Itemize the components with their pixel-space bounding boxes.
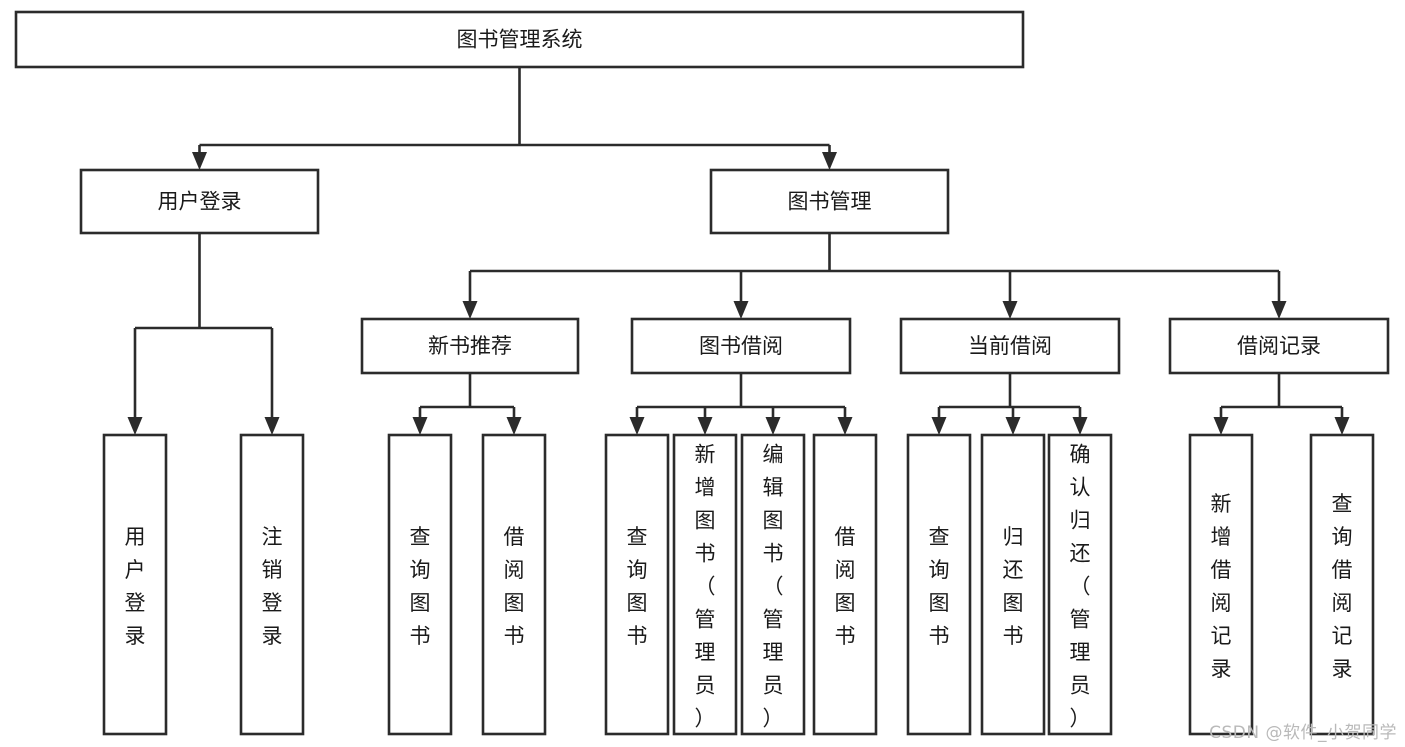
arrow-head-icon [1002,301,1018,319]
node-label: 查询图书 [929,525,950,648]
node-box [1168,317,1390,375]
node-borrow-record[interactable]: 借阅记录 [1168,317,1390,375]
node-box [709,168,950,235]
node-label: 借阅记录 [1237,334,1321,358]
node-leaf-borrow-book-2[interactable]: 借阅图书 [812,433,878,736]
node-current-borrow[interactable]: 当前借阅 [899,317,1121,375]
arrow-head-icon [697,417,713,435]
node-leaf-query-book-2[interactable]: 查询图书 [604,433,670,736]
node-box [899,317,1121,375]
node-box [481,433,547,736]
arrow-head-icon [733,301,749,319]
arrow-head-icon [822,152,837,170]
node-box [980,433,1046,736]
arrow-head-icon [1213,417,1229,435]
node-label: 新书推荐 [428,334,512,358]
node-label: 用户登录 [158,190,242,214]
arrow-head-icon [127,417,143,435]
node-label: 图书管理系统 [457,28,583,52]
arrow-head-icon [1005,417,1021,435]
node-book-manage[interactable]: 图书管理 [709,168,950,235]
node-label: 确认归还（管理员） [1070,443,1091,731]
node-box [812,433,878,736]
node-leaf-query-record[interactable]: 查询借阅记录 [1309,433,1375,736]
arrow-head-icon [837,417,853,435]
arrow-head-icon [264,417,280,435]
node-leaf-add-book[interactable]: 新增图书（管理员） [672,433,738,736]
node-new-book-rec[interactable]: 新书推荐 [360,317,580,375]
arrow-head-icon [412,417,428,435]
node-leaf-add-record[interactable]: 新增借阅记录 [1188,433,1254,736]
node-user-login[interactable]: 用户登录 [79,168,320,235]
node-label: 编辑图书（管理员） [763,443,784,731]
node-box [630,317,852,375]
node-box [906,433,972,736]
node-label: 查询借阅记录 [1332,492,1353,681]
node-box [604,433,670,736]
node-box [239,433,305,736]
node-label: 当前借阅 [968,334,1052,358]
node-label: 借阅图书 [835,525,856,648]
nodes-layer: 图书管理系统用户登录图书管理新书推荐图书借阅当前借阅借阅记录用户登录注销登录查询… [14,10,1390,736]
arrow-head-icon [765,417,781,435]
arrow-head-icon [462,301,478,319]
arrow-head-icon [1271,301,1287,319]
arrow-head-icon [629,417,645,435]
node-box [387,433,453,736]
node-box [1188,433,1254,736]
node-leaf-borrow-book-1[interactable]: 借阅图书 [481,433,547,736]
arrow-head-icon [931,417,947,435]
node-label: 图书借阅 [699,334,783,358]
node-leaf-user-login[interactable]: 用户登录 [102,433,168,736]
node-leaf-query-book-3[interactable]: 查询图书 [906,433,972,736]
connectors-layer [127,67,1350,435]
node-label: 用户登录 [125,525,146,648]
node-leaf-query-book-1[interactable]: 查询图书 [387,433,453,736]
node-label: 归还图书 [1003,525,1024,648]
node-box [740,433,806,736]
arrow-head-icon [1334,417,1350,435]
node-box [1309,433,1375,736]
node-label: 借阅图书 [504,525,525,648]
node-box [360,317,580,375]
node-box [672,433,738,736]
node-leaf-user-logout[interactable]: 注销登录 [239,433,305,736]
node-box [1047,433,1113,736]
node-leaf-confirm-return[interactable]: 确认归还（管理员） [1047,433,1113,736]
node-label: 新增借阅记录 [1211,492,1232,681]
node-label: 查询图书 [410,525,431,648]
watermark-label: CSDN @软件_小贺同学 [1209,723,1397,743]
node-book-borrow[interactable]: 图书借阅 [630,317,852,375]
arrow-head-icon [1072,417,1088,435]
arrow-head-icon [192,152,207,170]
node-box [14,10,1025,69]
node-label: 新增图书（管理员） [695,443,716,731]
node-leaf-return-book[interactable]: 归还图书 [980,433,1046,736]
node-box [79,168,320,235]
arrow-head-icon [506,417,522,435]
node-root[interactable]: 图书管理系统 [14,10,1025,69]
node-leaf-edit-book[interactable]: 编辑图书（管理员） [740,433,806,736]
node-label: 注销登录 [262,525,283,648]
node-label: 查询图书 [627,525,648,648]
node-label: 图书管理 [788,190,872,214]
node-box [102,433,168,736]
